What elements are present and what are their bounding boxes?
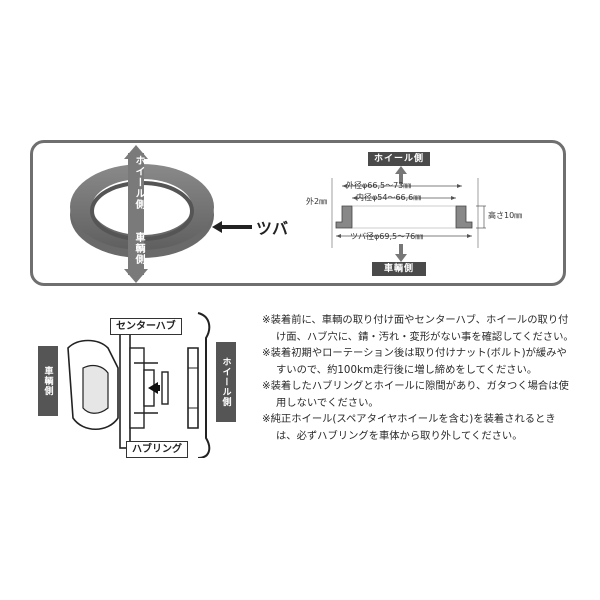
height-dimension: 高さ10㎜	[488, 211, 523, 220]
installation-diagram	[67, 312, 211, 458]
arrow-left-icon	[148, 382, 158, 394]
vehicle-side-box: 車輌側	[372, 262, 426, 276]
note-2: ※装着初期やローテーション後は取り付けナット(ボルト)が緩みやすいので、約100…	[262, 347, 567, 376]
ring-label-wheel: ホイール側	[133, 155, 144, 210]
wheel-side-box: ホイール側	[368, 152, 430, 166]
rotor-hat	[129, 347, 145, 429]
inner-diameter: 内径φ54～66,6㎜	[356, 193, 422, 202]
hub-ring-illustration	[70, 145, 214, 283]
hub-bearing	[82, 364, 109, 414]
tsuba-label: ツバ	[256, 219, 289, 238]
brake-rotor	[119, 332, 131, 449]
wheel-side-text: ホイール側	[220, 357, 231, 407]
arrow-up-icon	[395, 166, 407, 184]
vehicle-side-marker: 車輌側	[38, 346, 58, 416]
note-1: ※装着前に、車輌の取り付け面やセンターハブ、ホイールの取り付け面、ハブ穴に、錆・…	[262, 314, 574, 343]
hub-body	[67, 339, 119, 431]
arrow-down-icon	[395, 244, 407, 262]
vehicle-side-text: 車輌側	[42, 366, 53, 396]
ring-label-vehicle: 車輌側	[133, 232, 144, 265]
outer-diameter: 外径φ66,5～73㎜	[346, 181, 412, 190]
center-hub-callout: センターハブ	[110, 318, 182, 335]
wheel-side-marker: ホイール側	[216, 342, 236, 422]
outer-2mm: 外2㎜	[306, 197, 328, 206]
hub-ring-callout: ハブリング	[126, 441, 188, 458]
note-3: ※装着したハブリングとホイールに隙間があり、ガタつく場合は使用しないでください。	[262, 380, 569, 409]
hub-ring-part	[161, 371, 169, 405]
wheel-hub-face	[187, 347, 199, 429]
arrow-up-icon	[124, 145, 148, 159]
tsuba-diameter: ツバ径φ69,5～76㎜	[350, 232, 424, 241]
arrow-left-icon	[212, 221, 252, 233]
wheel-rim	[197, 312, 211, 458]
note-4: ※純正ホイール(スペアタイヤホイールを含む)を装着されるときは、必ずハブリングを…	[262, 413, 556, 442]
caution-notes: ※装着前に、車輌の取り付け面やセンターハブ、ホイールの取り付け面、ハブ穴に、錆・…	[262, 312, 576, 444]
cross-section-diagram	[331, 178, 486, 248]
arrow-down-icon	[124, 269, 148, 283]
